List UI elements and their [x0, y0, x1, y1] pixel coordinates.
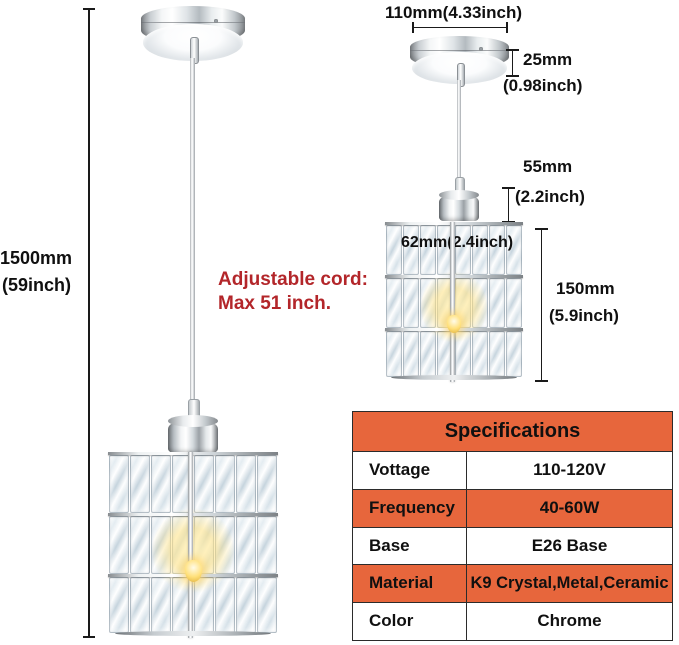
main-suspension-rod [190, 58, 195, 414]
canopy-width-label: 110mm(4.33inch) [385, 3, 523, 22]
crystal-prism [420, 225, 437, 275]
spec-table-title: Specifications [351, 411, 674, 452]
adjustable-cord-note-line1: Adjustable cord: [218, 269, 368, 290]
crystal-prism [489, 225, 506, 275]
crystal-prism [402, 278, 419, 328]
canopy-rim [410, 49, 509, 52]
shade-crystal-row-3 [108, 577, 278, 633]
spec-row-material: Material K9 Crystal,Metal,Ceramic [352, 564, 674, 604]
crystal-prism [236, 516, 257, 574]
crystal-prism [489, 278, 506, 328]
crystal-prism [129, 577, 150, 633]
crystal-prism [385, 225, 402, 275]
crystal-prism [385, 331, 402, 377]
shade-center-post [449, 222, 455, 382]
spec-label-frequency: Frequency [352, 488, 467, 528]
light-bulb [184, 559, 202, 582]
crystal-prism [506, 331, 523, 377]
crystal-prism [214, 577, 235, 633]
crystal-prism [108, 455, 129, 513]
total-drop-mm-label: 1500mm [0, 248, 73, 268]
crystal-prism [385, 278, 402, 328]
shade-crystal-row-1 [108, 455, 278, 513]
spec-value-frequency: 40-60W [465, 488, 674, 528]
crystal-prism [151, 577, 172, 633]
crystal-prism [236, 577, 257, 633]
canopy-screw-icon [479, 47, 484, 52]
shade-bottom-cap [390, 375, 518, 380]
spec-row-base: Base E26 Base [352, 526, 674, 566]
main-crystal-shade [108, 452, 278, 638]
crystal-prism [506, 278, 523, 328]
crystal-prism [214, 455, 235, 513]
canopy-height-dimension-line [506, 49, 519, 77]
spec-label-vottage: Vottage [352, 451, 467, 490]
socket-height-inch-label: (2.2inch) [515, 187, 585, 206]
crystal-prism [257, 577, 278, 633]
crystal-prism [257, 455, 278, 513]
crystal-prism [471, 331, 488, 377]
shade-height-mm-label: 150mm [556, 279, 615, 298]
crystal-prism [129, 455, 150, 513]
detail-suspension-rod [457, 80, 461, 190]
canopy-width-dimension-line [412, 22, 508, 33]
spec-header-row: Specifications [351, 411, 674, 452]
socket-top [168, 415, 218, 428]
spec-row-frequency: Frequency 40-60W [352, 488, 674, 528]
adjustable-cord-note-line2: Max 51 inch. [218, 293, 331, 314]
canopy-height-inch-label: (0.98inch) [503, 76, 583, 95]
socket-height-dimension-line [502, 187, 515, 223]
crystal-prism [471, 225, 488, 275]
light-bulb [447, 314, 462, 333]
spec-label-base: Base [352, 526, 467, 566]
shade-ring-top [108, 452, 278, 455]
crystal-prism [257, 516, 278, 574]
shade-ring-middle-1 [108, 513, 278, 516]
main-socket-housing [168, 399, 218, 453]
socket-cylinder [439, 196, 479, 221]
crystal-prism [108, 516, 129, 574]
canopy-screw-icon [213, 19, 218, 24]
spec-value-color: Chrome [465, 602, 674, 641]
shade-height-inch-label: (5.9inch) [549, 306, 619, 325]
shade-width-label: 62mm(2.4inch) [401, 234, 514, 251]
crystal-prism [420, 331, 437, 377]
main-ceiling-canopy [141, 6, 245, 66]
crystal-prism [193, 455, 214, 513]
total-drop-dimension-line [83, 8, 95, 638]
crystal-prism [402, 331, 419, 377]
total-drop-inch-label: (59inch) [2, 275, 72, 295]
spec-value-material: K9 Crystal,Metal,Ceramic [465, 564, 674, 604]
spec-label-color: Color [352, 602, 467, 641]
shade-height-dimension-line [535, 228, 548, 382]
crystal-prism [129, 516, 150, 574]
shade-center-post [187, 452, 193, 638]
spec-label-material: Material [352, 564, 467, 604]
crystal-prism [506, 225, 523, 275]
canopy-rim [141, 21, 245, 24]
crystal-prism [236, 455, 257, 513]
canopy-height-mm-label: 25mm [523, 50, 573, 69]
spec-value-vottage: 110-120V [465, 451, 674, 490]
specifications-table: Specifications Vottage 110-120V Frequenc… [351, 411, 674, 641]
crystal-prism [489, 331, 506, 377]
shade-crystal-row-3 [385, 331, 523, 377]
spec-value-base: E26 Base [465, 526, 674, 566]
shade-bottom-cap [114, 631, 272, 636]
crystal-prism [151, 455, 172, 513]
crystal-prism [108, 577, 129, 633]
socket-height-mm-label: 55mm [523, 157, 573, 176]
socket-top [439, 190, 479, 200]
socket-cylinder [168, 423, 218, 453]
spec-row-vottage: Vottage 110-120V [352, 451, 674, 490]
spec-row-color: Color Chrome [352, 602, 674, 641]
detail-crystal-shade [385, 222, 523, 382]
detail-socket-housing [439, 176, 479, 221]
crystal-prism [402, 225, 419, 275]
detail-ceiling-canopy [410, 36, 509, 88]
